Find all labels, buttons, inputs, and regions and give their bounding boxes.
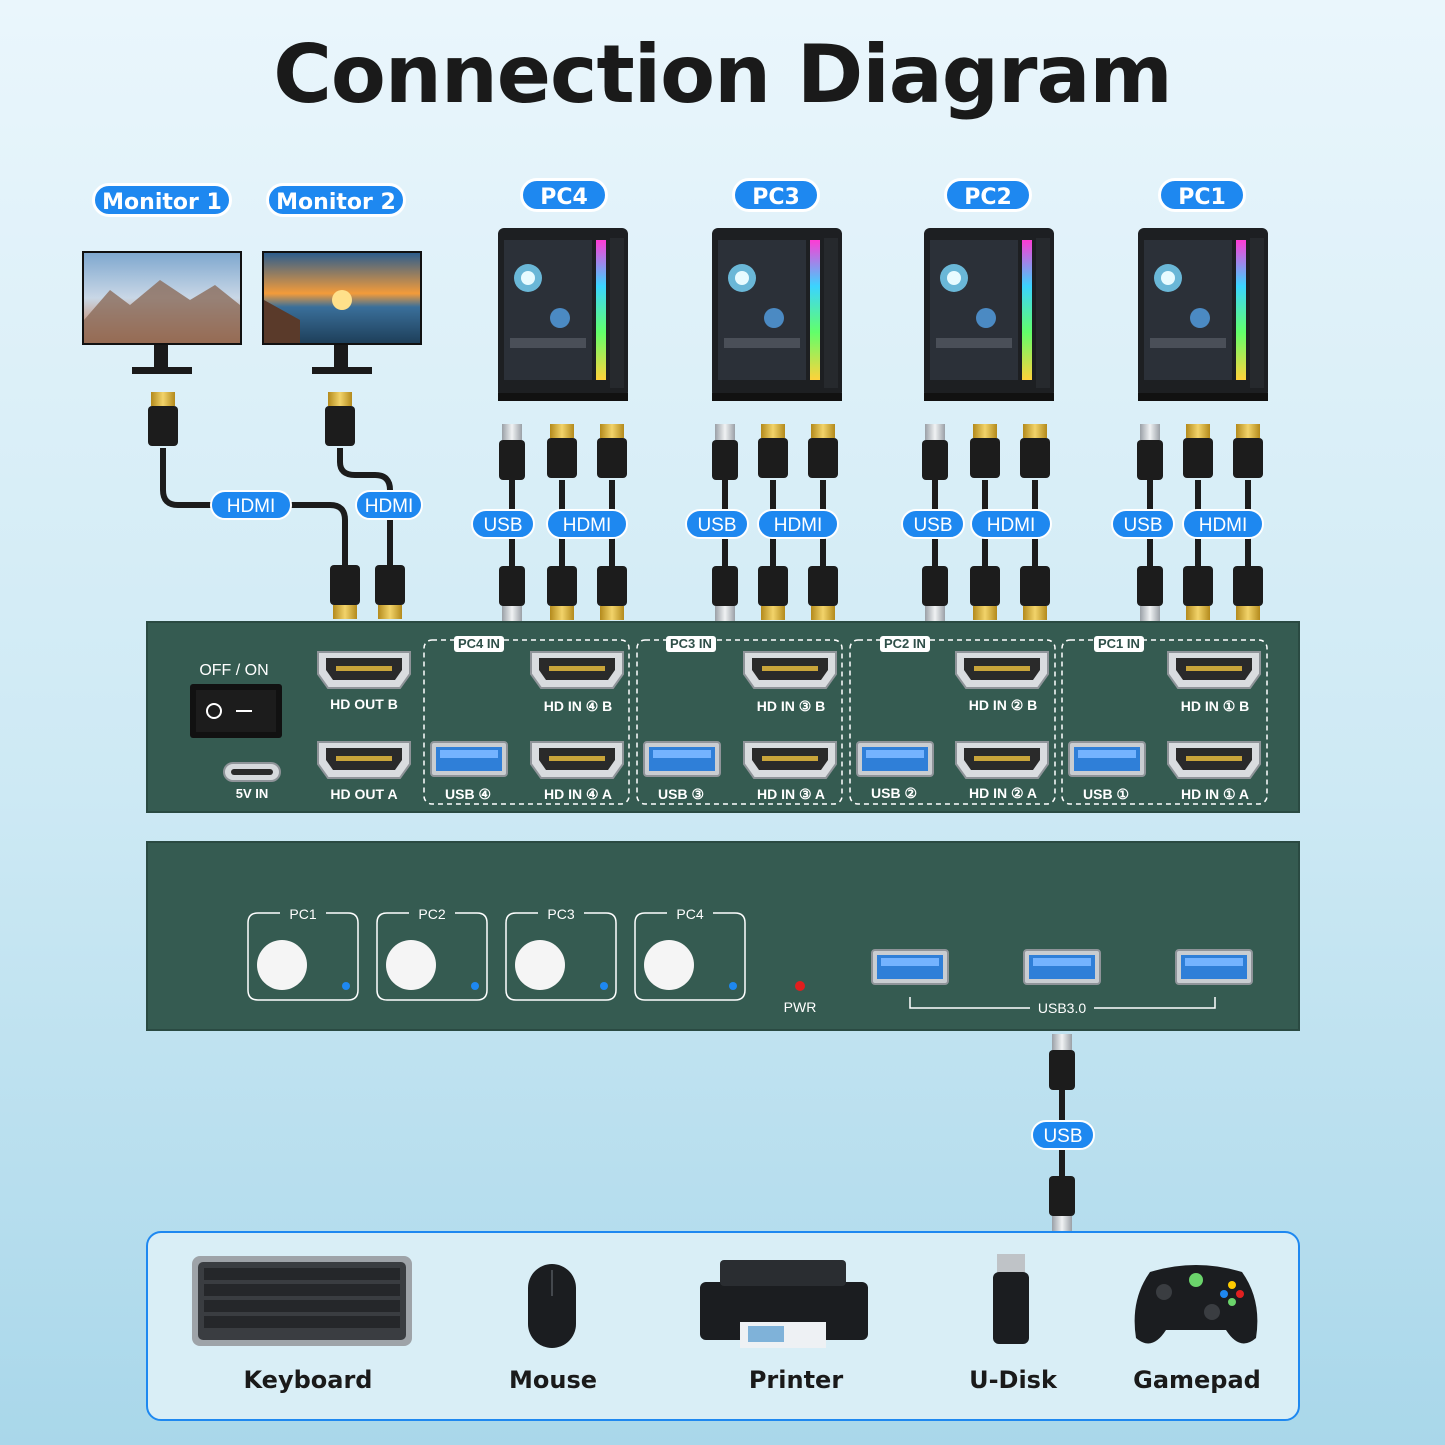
pwr-led <box>795 981 805 991</box>
hdmi-cable-label: HDMI <box>546 509 628 539</box>
hd-out-a-label: HD OUT A <box>330 786 398 802</box>
gamepad-label: Gamepad <box>1133 1366 1261 1394</box>
monitor-1-image <box>82 251 242 374</box>
group-title: PC4 IN <box>454 636 504 652</box>
usb-in-label: USB ② <box>871 785 917 801</box>
pc2-tower <box>924 228 1054 401</box>
usb-in-label: USB ③ <box>658 786 704 802</box>
hd-in-a-label: HD IN ② A <box>968 785 1038 801</box>
pc2-label: PC2 <box>944 178 1032 212</box>
printer-icon <box>700 1260 868 1348</box>
mouse-label: Mouse <box>508 1366 598 1394</box>
usb3-label: USB3.0 <box>1037 1000 1087 1016</box>
power-switch-label: OFF / ON <box>199 662 269 679</box>
pc3-tower <box>712 228 842 401</box>
power-in-label: 5V IN <box>235 786 269 801</box>
usb-cable-label: USB <box>1111 509 1175 539</box>
usb-in-label: USB ④ <box>445 786 491 802</box>
pc4-label: PC4 <box>520 178 608 212</box>
hd-in-a-label: HD IN ③ A <box>756 786 826 802</box>
usb-cable-label: USB <box>685 509 749 539</box>
usb-cable-label: USB <box>901 509 965 539</box>
usb-drive-icon <box>993 1254 1029 1344</box>
usb-cable-label: USB <box>471 509 535 539</box>
pwr-label: PWR <box>783 999 817 1015</box>
pc2-button-label: PC2 <box>418 906 446 922</box>
pc4-tower <box>498 228 628 401</box>
hd-in-b-label: HD IN ② B <box>968 697 1038 713</box>
printer-label: Printer <box>748 1366 844 1394</box>
hd-in-b-label: HD IN ④ B <box>543 698 613 714</box>
hd-in-b-label: HD IN ① B <box>1180 698 1250 714</box>
kvm-back-panel <box>146 841 1300 1031</box>
group-title: PC1 IN <box>1094 636 1144 652</box>
keyboard-icon <box>192 1256 412 1346</box>
hd-in-a-label: HD IN ④ A <box>543 786 613 802</box>
gamepad-icon <box>1134 1265 1258 1344</box>
group-title: PC3 IN <box>666 636 716 652</box>
monitor-2-image <box>262 251 422 374</box>
pc3-label: PC3 <box>732 178 820 212</box>
monitor-2-label: Monitor 2 <box>266 183 406 217</box>
hdmi-cable-label: HDMI <box>210 490 292 520</box>
hd-in-b-label: HD IN ③ B <box>756 698 826 714</box>
hdmi-cable-label: HDMI <box>355 490 423 520</box>
pc3-button-label: PC3 <box>547 906 575 922</box>
mouse-icon <box>528 1264 576 1348</box>
usb-cable-label: USB <box>1031 1120 1095 1150</box>
hdmi-cable-label: HDMI <box>1182 509 1264 539</box>
pc1-tower <box>1138 228 1268 401</box>
hdmi-cable-label: HDMI <box>970 509 1052 539</box>
pc1-button-label: PC1 <box>289 906 317 922</box>
pc1-label: PC1 <box>1158 178 1246 212</box>
usb-in-label: USB ① <box>1083 786 1129 802</box>
page-title: Connection Diagram <box>273 28 1173 121</box>
hd-out-b-label: HD OUT B <box>330 696 398 712</box>
group-title: PC2 IN <box>880 636 930 652</box>
u-disk-label: U-Disk <box>969 1366 1057 1394</box>
hdmi-cable-label: HDMI <box>757 509 839 539</box>
hd-in-a-label: HD IN ① A <box>1180 786 1250 802</box>
pc4-button-label: PC4 <box>676 906 704 922</box>
monitor-1-label: Monitor 1 <box>92 183 232 217</box>
keyboard-label: Keyboard <box>243 1366 373 1394</box>
